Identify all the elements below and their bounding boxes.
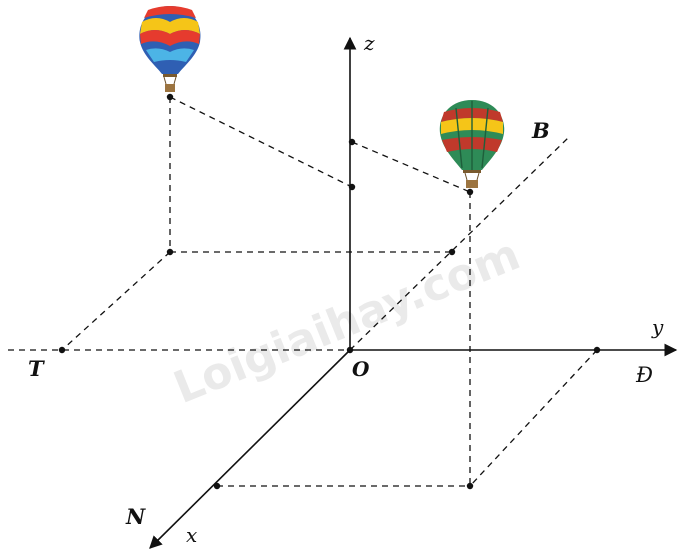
label-O: O (352, 357, 370, 381)
point-origin (346, 346, 354, 354)
point-on-b-axis (448, 248, 456, 256)
label-B: B (531, 118, 550, 143)
x-axis-negative (349, 137, 569, 351)
point-D (593, 346, 601, 354)
label-z: z (363, 31, 375, 55)
point-balloon2-base (466, 188, 474, 196)
point-corner (466, 482, 474, 490)
watermark: Loigiaihay.com (167, 229, 527, 414)
x-axis (149, 349, 351, 549)
label-D: Đ (635, 363, 653, 387)
point-T (58, 346, 66, 354)
point-proj1 (166, 248, 174, 256)
dash-D-to-corner (469, 349, 598, 487)
label-T: T (28, 356, 45, 381)
hot-air-balloon-icon (139, 6, 201, 92)
hot-air-balloon-icon (439, 100, 505, 188)
label-x: x (186, 523, 197, 547)
point-z-low (348, 183, 356, 191)
dash-proj1-to-T (61, 251, 171, 351)
point-balloon1-base (166, 93, 174, 101)
point-N (213, 482, 221, 490)
dash-balloon1-to-z (169, 96, 353, 188)
label-N: N (125, 504, 146, 529)
point-z-high (348, 138, 356, 146)
label-y: y (651, 315, 664, 339)
